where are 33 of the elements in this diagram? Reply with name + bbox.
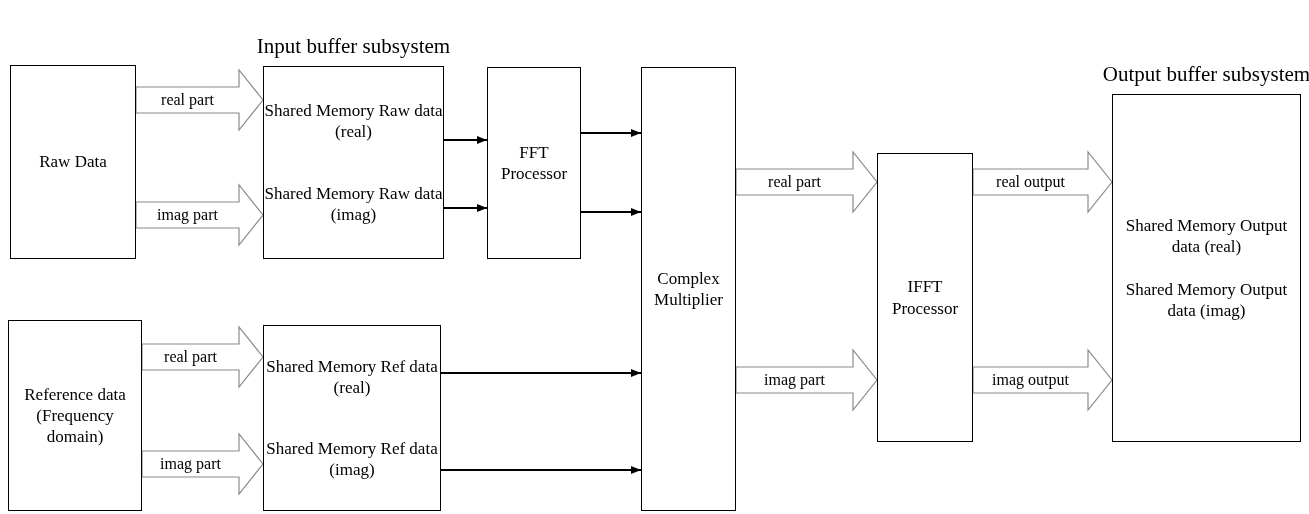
process-box [8,320,142,511]
arrow [443,204,488,212]
box-label: IFFT Processor [890,276,960,319]
process-box [263,325,441,511]
edge-label: real part [162,349,219,365]
heading: Input buffer subsystem [255,33,452,59]
arrow [580,129,642,137]
box-label: Shared Memory Raw data (real) [264,99,443,142]
edge-label: imag part [158,456,223,472]
edge-label: imag output [990,372,1071,388]
edge-label: real part [766,174,823,190]
edge-label: imag part [762,372,827,388]
arrow [443,136,488,144]
box-label: Complex Multiplier [653,267,724,311]
edge-label: imag part [155,207,220,223]
box-label: Shared Memory Output data (real) [1124,214,1289,257]
edge-label: real part [159,92,216,108]
heading: Output buffer subsystem [1101,61,1309,87]
box-label: Reference data (Frequency domain) [23,383,127,448]
box-label: Raw Data [39,151,107,173]
process-box [487,67,581,259]
edge-label: real output [994,174,1067,190]
box-label: Shared Memory Raw data (imag) [264,183,443,226]
process-box [641,67,736,511]
process-box [10,65,136,259]
box-label: Shared Memory Ref data (imag) [265,437,439,481]
box-label: Shared Memory Ref data (real) [265,355,439,399]
box-label: FFT Processor [499,141,569,185]
process-box [877,153,973,442]
arrow [580,208,642,216]
arrow [440,369,642,377]
box-label: Shared Memory Output data (imag) [1124,279,1289,322]
arrow [440,466,642,474]
